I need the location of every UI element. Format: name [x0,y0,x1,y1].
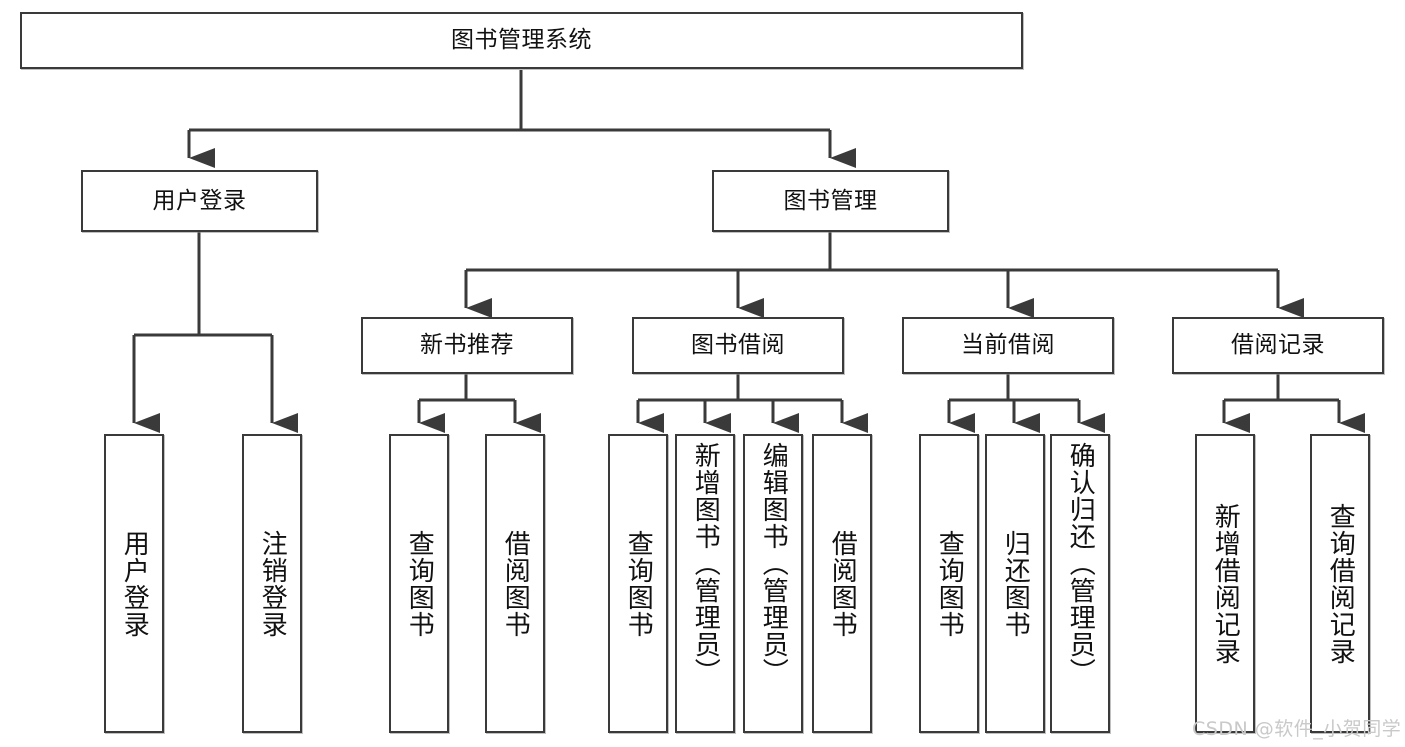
node-current-borrow[interactable]: 当前借阅 [902,317,1114,374]
node-leaf-edit-book-label: 编辑图书（管理员） [758,442,789,685]
node-leaf-query-borrow-record[interactable]: 查询借阅记录 [1310,434,1370,733]
node-book-management-label: 图书管理 [783,187,878,214]
node-leaf-user-login-label: 用户登录 [119,529,150,638]
node-borrow-records[interactable]: 借阅记录 [1172,317,1384,374]
node-leaf-logout[interactable]: 注销登录 [242,434,302,733]
node-root-label: 图书管理系统 [451,27,592,54]
node-book-borrow-label: 图书借阅 [691,332,785,359]
node-leaf-edit-book[interactable]: 编辑图书（管理员） [743,434,803,733]
node-leaf-return-book[interactable]: 归还图书 [985,434,1045,733]
node-new-book-recommend[interactable]: 新书推荐 [361,317,573,374]
node-leaf-add-book-label: 新增图书（管理员） [690,442,721,685]
node-user-login[interactable]: 用户登录 [81,170,318,232]
node-leaf-return-book-label: 归还图书 [1000,529,1031,638]
node-leaf-add-book[interactable]: 新增图书（管理员） [675,434,735,733]
node-book-borrow[interactable]: 图书借阅 [632,317,844,374]
node-new-book-recommend-label: 新书推荐 [420,332,514,359]
node-leaf-confirm-return[interactable]: 确认归还（管理员） [1050,434,1110,733]
node-leaf-confirm-return-label: 确认归还（管理员） [1065,442,1096,685]
node-leaf-query-book-recommend-label: 查询图书 [404,529,435,638]
node-leaf-query-book-recommend[interactable]: 查询图书 [389,434,449,733]
node-leaf-borrow-book-recommend-label: 借阅图书 [500,529,531,638]
node-leaf-query-book-current[interactable]: 查询图书 [919,434,979,733]
node-user-login-label: 用户登录 [152,187,247,214]
node-borrow-records-label: 借阅记录 [1231,332,1325,359]
node-leaf-query-book-current-label: 查询图书 [934,529,965,638]
node-leaf-borrow-book[interactable]: 借阅图书 [812,434,872,733]
node-root[interactable]: 图书管理系统 [20,12,1023,69]
node-current-borrow-label: 当前借阅 [961,332,1055,359]
csdn-watermark: CSDN @软件_小贺同学 [1192,718,1402,740]
node-leaf-borrow-book-recommend[interactable]: 借阅图书 [485,434,545,733]
node-leaf-add-borrow-record[interactable]: 新增借阅记录 [1195,434,1255,733]
node-leaf-logout-label: 注销登录 [257,529,288,638]
node-leaf-query-book-borrow-label: 查询图书 [623,529,654,638]
node-leaf-user-login[interactable]: 用户登录 [104,434,164,733]
node-leaf-query-borrow-record-label: 查询借阅记录 [1325,502,1356,665]
node-leaf-borrow-book-label: 借阅图书 [827,529,858,638]
node-leaf-query-book-borrow[interactable]: 查询图书 [608,434,668,733]
node-leaf-add-borrow-record-label: 新增借阅记录 [1210,502,1241,665]
node-book-management[interactable]: 图书管理 [712,170,949,232]
